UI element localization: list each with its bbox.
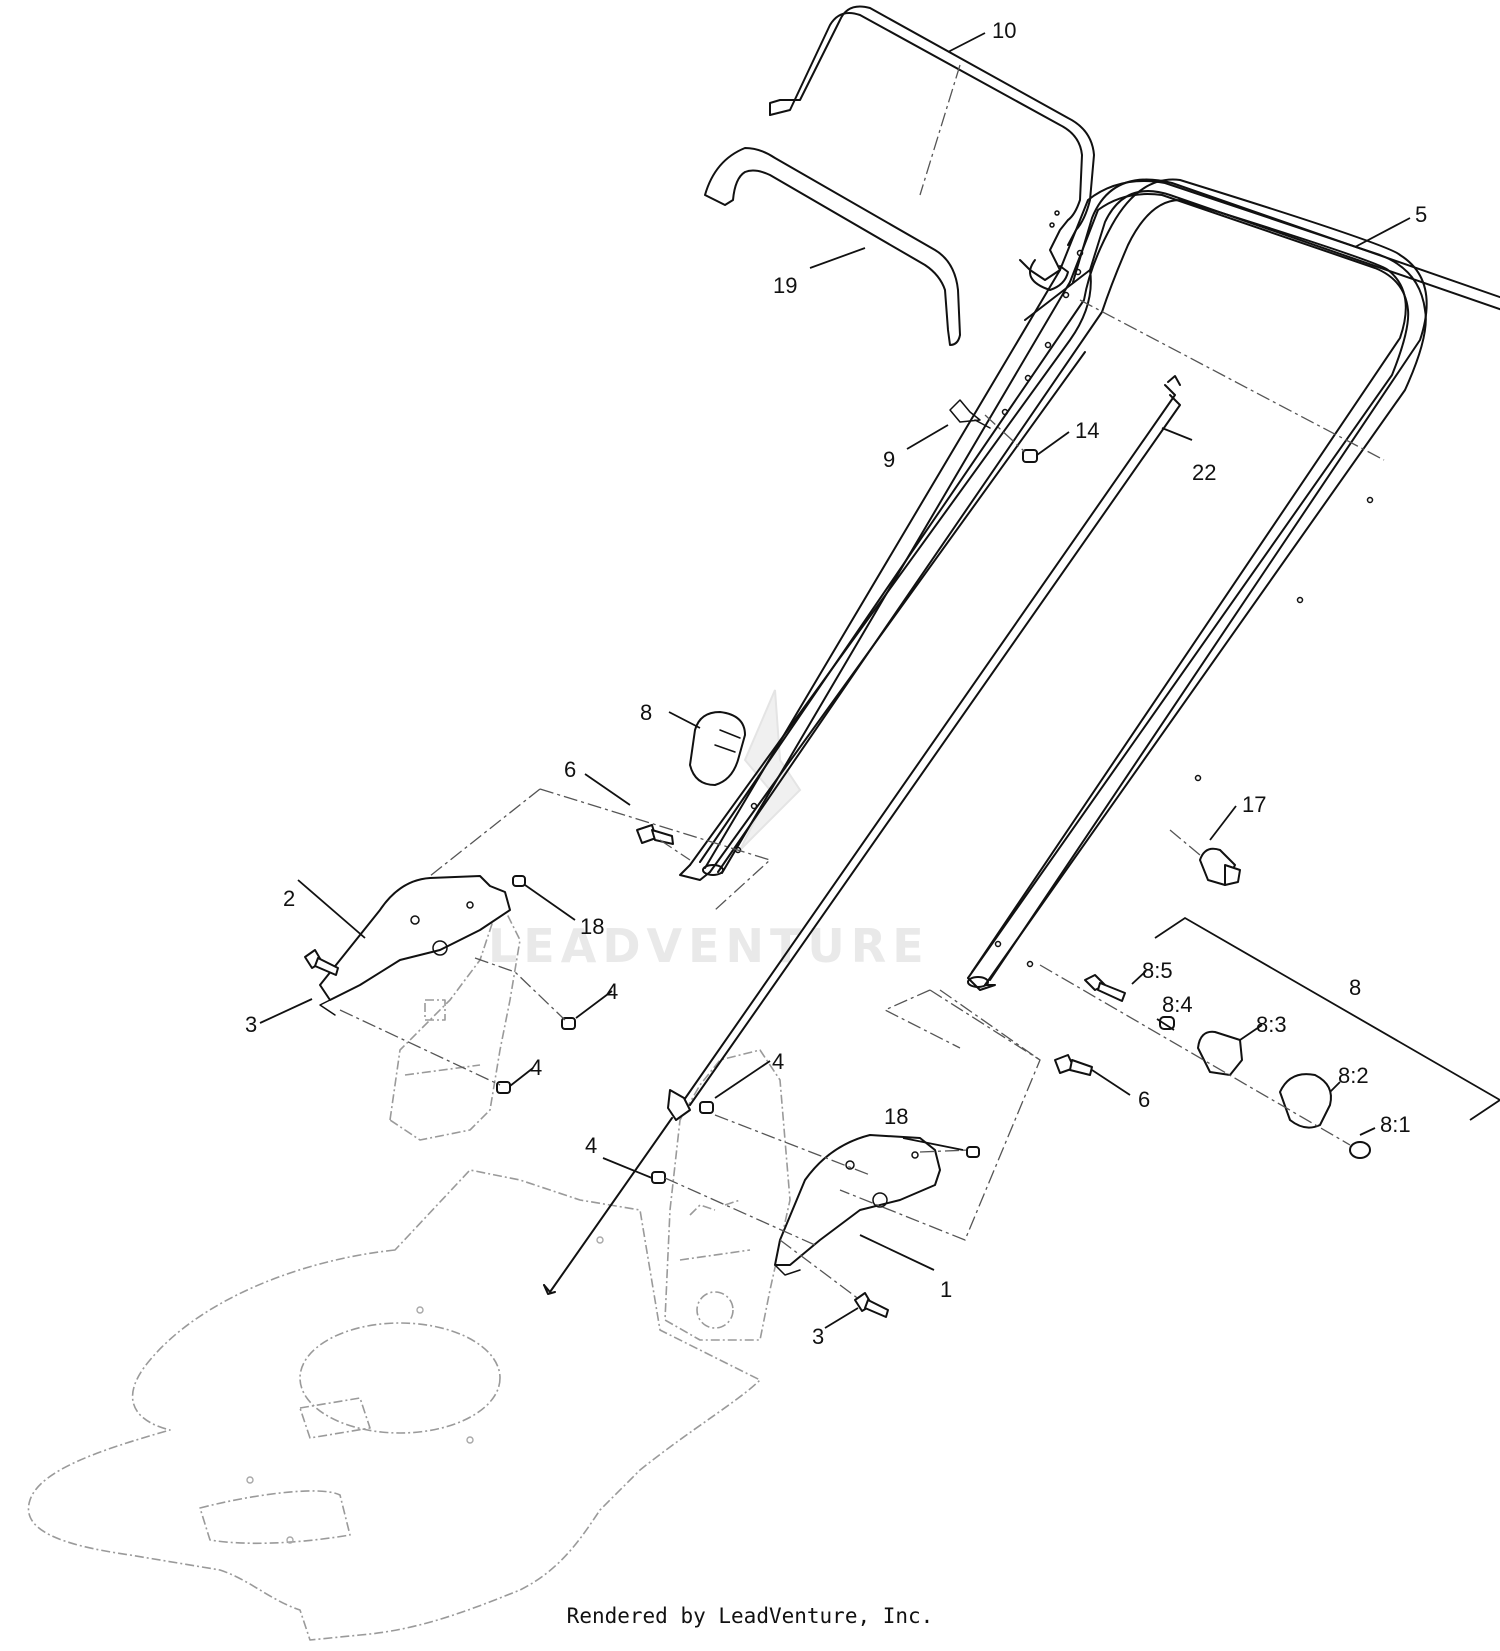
callout-8-1: 8:1 — [1380, 1112, 1411, 1137]
callout-4-a: 4 — [606, 979, 618, 1004]
nut-14 — [1022, 449, 1038, 463]
callout-3-left: 3 — [245, 1012, 257, 1037]
callout-labels: 10 5 19 9 14 22 8 6 17 2 18 3 4 4 8:5 8 … — [245, 18, 1427, 1349]
callout-4-d: 4 — [585, 1133, 597, 1158]
callout-8-3: 8:3 — [1256, 1012, 1287, 1037]
control-cable — [543, 375, 1181, 1295]
footer-credit: Rendered by LeadVenture, Inc. — [566, 1604, 934, 1628]
handle-knob-upper — [689, 711, 746, 786]
cap-8-1 — [1349, 1141, 1371, 1159]
callout-6-upper: 6 — [564, 757, 576, 782]
callout-18-right: 18 — [884, 1104, 908, 1129]
alignment-lines — [339, 64, 1385, 1301]
callout-8-upper: 8 — [640, 700, 652, 725]
callout-1: 1 — [940, 1277, 952, 1302]
callout-22: 22 — [1192, 460, 1216, 485]
handle-grip — [704, 147, 961, 346]
bail-bar — [769, 5, 1095, 291]
handle-frame — [699, 178, 1428, 981]
callout-4-b: 4 — [530, 1055, 542, 1080]
group-bracket-8 — [1154, 916, 1500, 1121]
callout-2: 2 — [283, 886, 295, 911]
watermark-text: LEADVENTURE — [488, 919, 930, 973]
spacer-8-3 — [1197, 1030, 1243, 1076]
nuts — [496, 875, 980, 1184]
callout-19: 19 — [773, 273, 797, 298]
watermark: LEADVENTURE — [488, 689, 930, 973]
callout-8-2: 8:2 — [1338, 1063, 1369, 1088]
washer-8-4 — [1159, 1016, 1175, 1030]
callout-8-5: 8:5 — [1142, 958, 1173, 983]
callout-17: 17 — [1242, 792, 1266, 817]
callout-4-c: 4 — [772, 1049, 784, 1074]
mower-deck-outline — [27, 899, 791, 1641]
knob-assembly-exploded — [1054, 974, 1371, 1159]
handle-upper-assembly — [679, 178, 1500, 991]
callout-14: 14 — [1075, 418, 1099, 443]
callout-18-left: 18 — [580, 914, 604, 939]
bolts-3 — [304, 949, 889, 1318]
side-plate-left — [319, 875, 511, 1016]
callout-8-4: 8:4 — [1162, 992, 1193, 1017]
bolt-6-upper — [636, 824, 674, 845]
side-plate-right — [774, 1134, 941, 1276]
callout-10: 10 — [992, 18, 1016, 43]
callout-6-lower: 6 — [1138, 1087, 1150, 1112]
callout-8-group: 8 — [1349, 975, 1361, 1000]
callout-9: 9 — [883, 447, 895, 472]
hairpin-clip — [949, 399, 991, 429]
callout-5: 5 — [1415, 202, 1427, 227]
leader-lines — [259, 32, 1411, 1329]
callout-3-right: 3 — [812, 1324, 824, 1349]
handle-knob-17 — [1199, 847, 1241, 886]
